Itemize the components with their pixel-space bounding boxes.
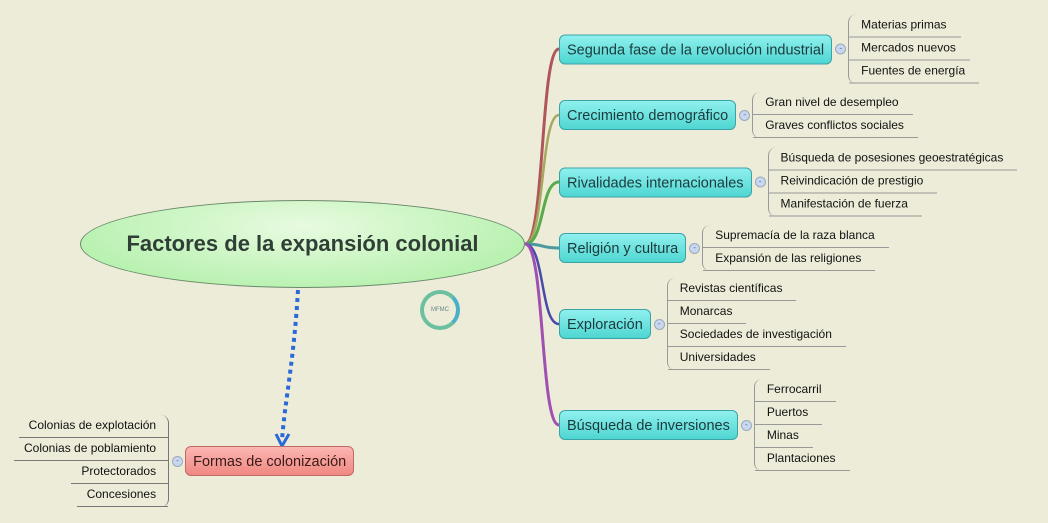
- branch-rivalidades[interactable]: Rivalidades internacionales: [559, 167, 752, 197]
- leaf[interactable]: Expansión de las religiones: [703, 248, 876, 271]
- row-industrial: Segunda fase de la revolución industrial…: [559, 14, 980, 84]
- row-inversiones: Búsqueda de inversiones - Ferrocarril Pu…: [559, 379, 850, 471]
- leaf[interactable]: Graves conflictos sociales: [753, 115, 918, 138]
- row-religion: Religión y cultura - Supremacía de la ra…: [559, 225, 889, 271]
- leaf[interactable]: Concesiones: [76, 484, 169, 507]
- collapse-icon[interactable]: -: [172, 455, 184, 467]
- leaf[interactable]: Colonias de explotación: [18, 415, 169, 438]
- connector-rivalidades: [524, 180, 560, 246]
- group-rivalidades: Búsqueda de posesiones geoestratégicas R…: [767, 147, 1018, 217]
- leaf[interactable]: Revistas científicas: [667, 278, 797, 301]
- leaf[interactable]: Gran nivel de desempleo: [753, 92, 913, 115]
- leaf[interactable]: Universidades: [667, 347, 770, 370]
- mfmc-logo: MFMC: [420, 290, 460, 330]
- group-inversiones: Ferrocarril Puertos Minas Plantaciones: [753, 379, 850, 471]
- leaf[interactable]: Búsqueda de posesiones geoestratégicas: [768, 148, 1018, 171]
- leaf[interactable]: Reivindicación de prestigio: [768, 171, 938, 194]
- dotted-arrow: [280, 289, 300, 441]
- row-exploracion: Exploración - Revistas científicas Monar…: [559, 278, 846, 370]
- leaf[interactable]: Ferrocarril: [754, 379, 836, 402]
- branch-exploracion[interactable]: Exploración: [559, 309, 651, 339]
- row-demografico: Crecimiento demográfico - Gran nivel de …: [559, 92, 918, 138]
- leaf[interactable]: Monarcas: [667, 301, 747, 324]
- group-formas: Colonias de explotación Colonias de pobl…: [14, 415, 170, 507]
- row-formas: Colonias de explotación Colonias de pobl…: [14, 415, 355, 507]
- leaf[interactable]: Minas: [754, 425, 813, 448]
- collapse-icon[interactable]: -: [740, 419, 752, 431]
- branch-religion[interactable]: Religión y cultura: [559, 233, 687, 263]
- central-topic[interactable]: Factores de la expansión colonial: [80, 200, 525, 288]
- collapse-icon[interactable]: -: [739, 109, 751, 121]
- collapse-icon[interactable]: -: [835, 43, 847, 55]
- group-demografico: Gran nivel de desempleo Graves conflicto…: [752, 92, 918, 138]
- leaf[interactable]: Manifestación de fuerza: [768, 194, 922, 217]
- leaf[interactable]: Puertos: [754, 402, 823, 425]
- leaf[interactable]: Materias primas: [849, 15, 961, 38]
- branch-formas[interactable]: Formas de colonización: [185, 446, 355, 476]
- leaf[interactable]: Colonias de poblamiento: [14, 438, 169, 461]
- branch-demografico[interactable]: Crecimiento demográfico: [559, 100, 737, 130]
- group-religion: Supremacía de la raza blanca Expansión d…: [702, 225, 889, 271]
- leaf[interactable]: Supremacía de la raza blanca: [703, 225, 889, 248]
- leaf[interactable]: Sociedades de investigación: [667, 324, 846, 347]
- connector-inversiones: [524, 242, 560, 427]
- row-rivalidades: Rivalidades internacionales - Búsqueda d…: [559, 147, 1018, 217]
- collapse-icon[interactable]: -: [653, 318, 665, 330]
- collapse-icon[interactable]: -: [689, 242, 701, 254]
- leaf[interactable]: Protectorados: [71, 461, 169, 484]
- connector-demografico: [524, 113, 560, 246]
- leaf[interactable]: Mercados nuevos: [849, 38, 970, 61]
- leaf[interactable]: Fuentes de energía: [849, 61, 980, 84]
- branch-inversiones[interactable]: Búsqueda de inversiones: [559, 410, 738, 440]
- connector-exploracion: [524, 242, 560, 326]
- branch-industrial[interactable]: Segunda fase de la revolución industrial: [559, 34, 833, 64]
- group-exploracion: Revistas científicas Monarcas Sociedades…: [666, 278, 846, 370]
- group-industrial: Materias primas Mercados nuevos Fuentes …: [848, 14, 980, 84]
- leaf[interactable]: Plantaciones: [754, 448, 850, 471]
- collapse-icon[interactable]: -: [754, 176, 766, 188]
